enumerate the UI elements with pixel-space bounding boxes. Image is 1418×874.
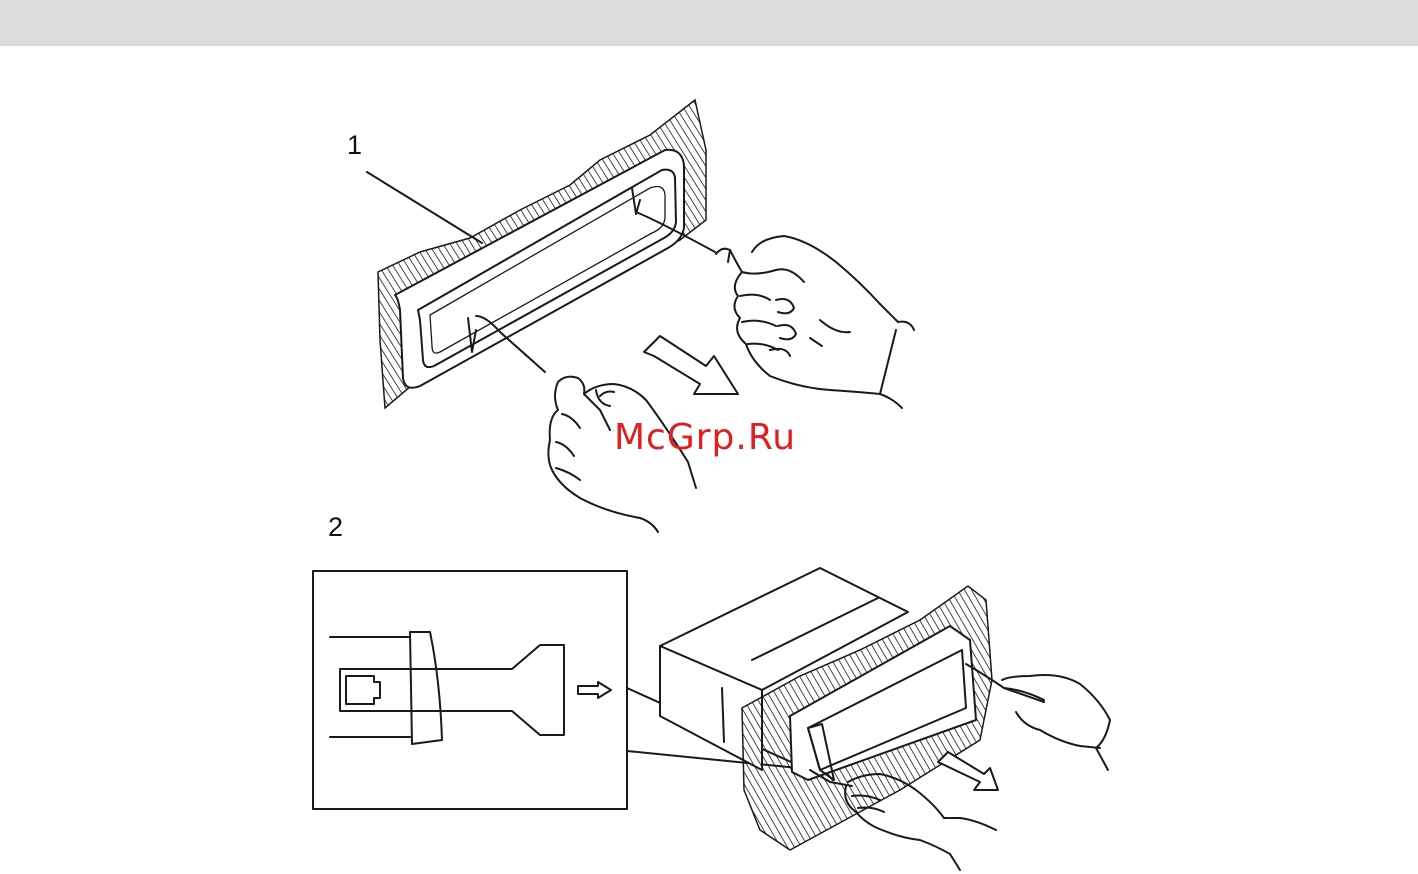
figure-2-unit-removal [313,568,1110,870]
detail-removal-key [340,645,564,735]
upper-right-hand [1002,675,1110,770]
detail-key-hook [346,676,380,704]
pull-direction-arrow [644,336,738,394]
figure-1-trim-removal [367,100,914,532]
detail-pull-arrow [578,682,611,698]
detail-trim-edge [410,632,442,744]
pull-out-arrow [938,752,998,790]
watermark-text: McGrp.Ru [614,420,796,456]
leader-line-1 [367,172,482,243]
right-hand [716,236,914,408]
detail-inset-box [313,571,627,809]
